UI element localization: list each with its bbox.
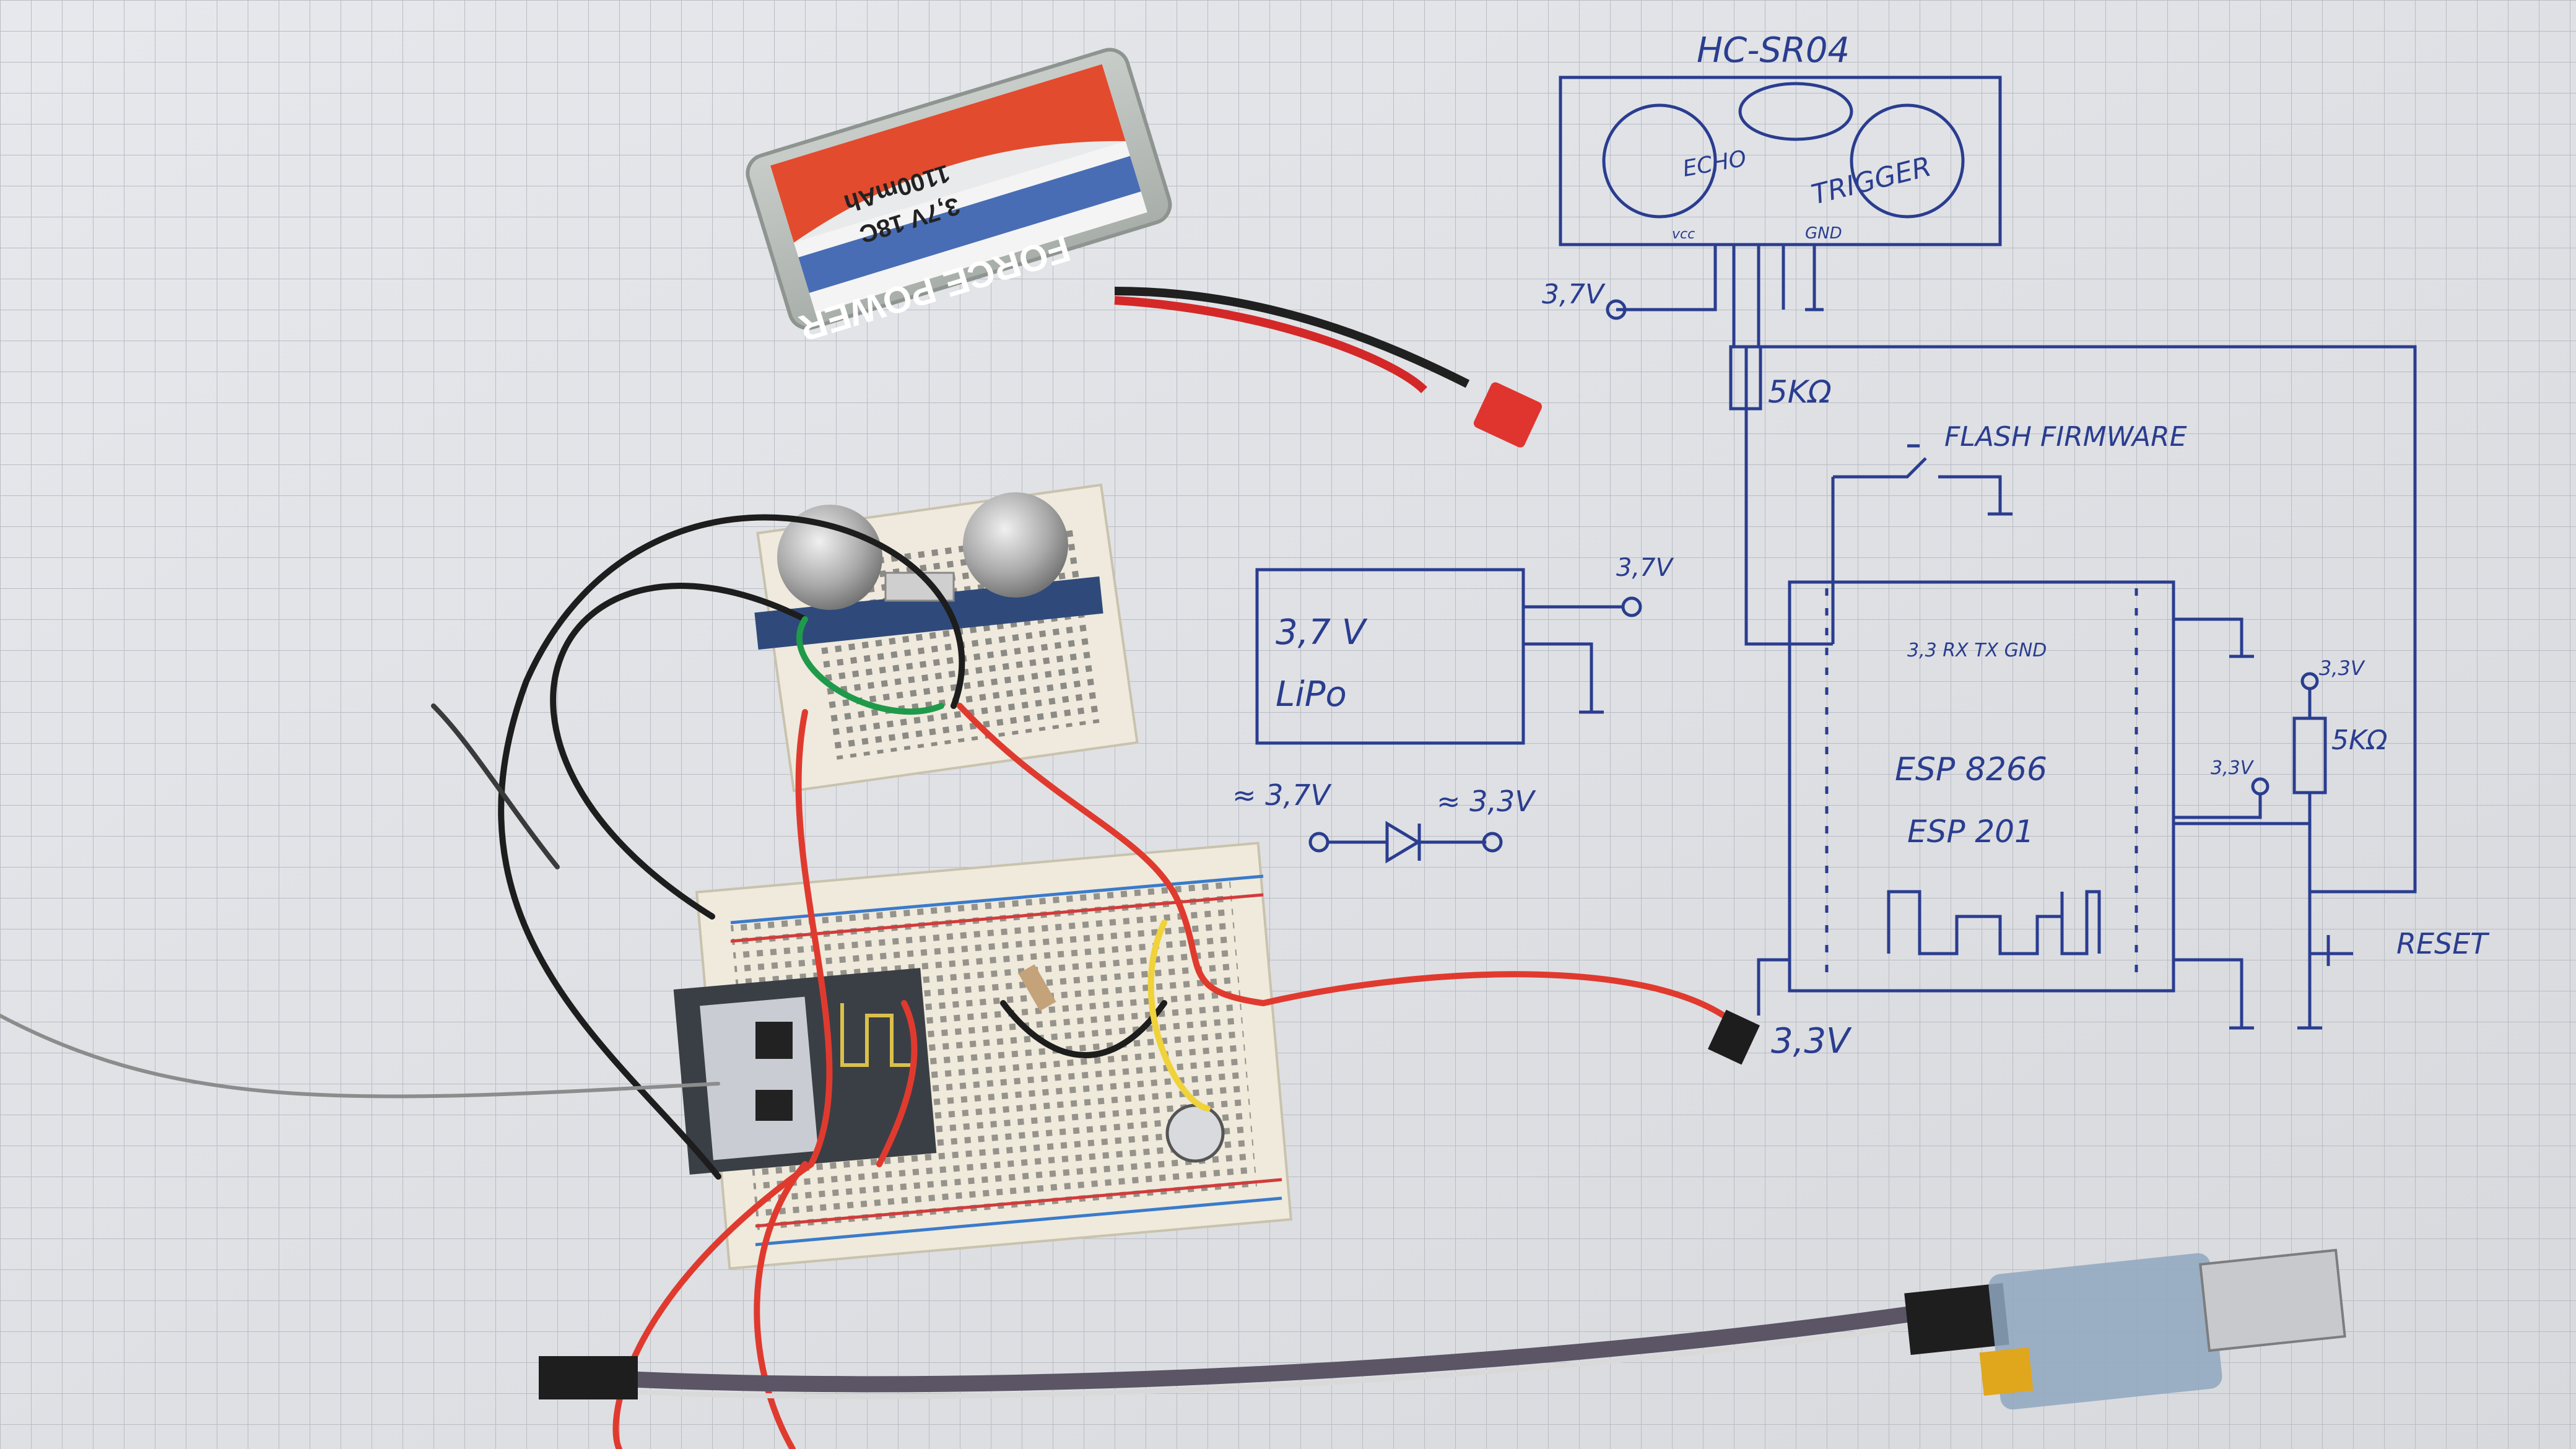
esp201-module <box>673 968 937 1175</box>
label-lipo-voltage: 3,7 V <box>1276 612 1368 653</box>
label-vcc-33-right: 3,3V <box>2211 757 2255 779</box>
schematic <box>1255 76 2417 1030</box>
label-supply-37: 3,7V <box>1616 554 1674 582</box>
label-vin-37: 3,7V <box>1542 279 1606 310</box>
label-diode-out: ≈ 3,3V <box>1437 785 1536 818</box>
label-resistor-top: 5KΩ <box>1768 374 1832 410</box>
label-resistor-right: 5KΩ <box>2331 724 2388 756</box>
jst-connector <box>1473 382 1543 448</box>
battery-red-lead <box>1114 296 1427 394</box>
label-esp-line1: ESP 8266 <box>1895 751 2047 788</box>
label-esp-line2: ESP 201 <box>1907 814 2034 850</box>
capacitor <box>1165 1103 1225 1163</box>
label-gnd-sensor: GND <box>1805 224 1842 243</box>
label-vcc-33-bottom: 3,3V <box>1771 1021 1852 1061</box>
label-esp-pins: 3,3 RX TX GND <box>1907 640 2047 661</box>
label-lipo: LiPo <box>1276 674 1347 715</box>
schematic-hcsr04-box <box>1559 76 2002 246</box>
label-vcc: vcc <box>1672 227 1695 242</box>
label-reset: RESET <box>2396 927 2490 960</box>
jumper-wires <box>0 514 1749 1449</box>
schematic-title: HC-SR04 <box>1697 30 1850 71</box>
label-flash-firmware: FLASH FIRMWARE <box>1944 421 2187 453</box>
label-vcc-33-top: 3,3V <box>2319 656 2365 680</box>
resistor <box>1018 964 1056 1011</box>
usb-serial-adapter <box>539 1248 2346 1410</box>
jumper-pin <box>1708 1009 1760 1065</box>
schematic-esp-box <box>1788 580 2175 993</box>
battery-black-lead <box>1114 287 1470 388</box>
label-diode-in: ≈ 3,7V <box>1232 778 1332 812</box>
sensor-transducer-right <box>963 492 1068 598</box>
